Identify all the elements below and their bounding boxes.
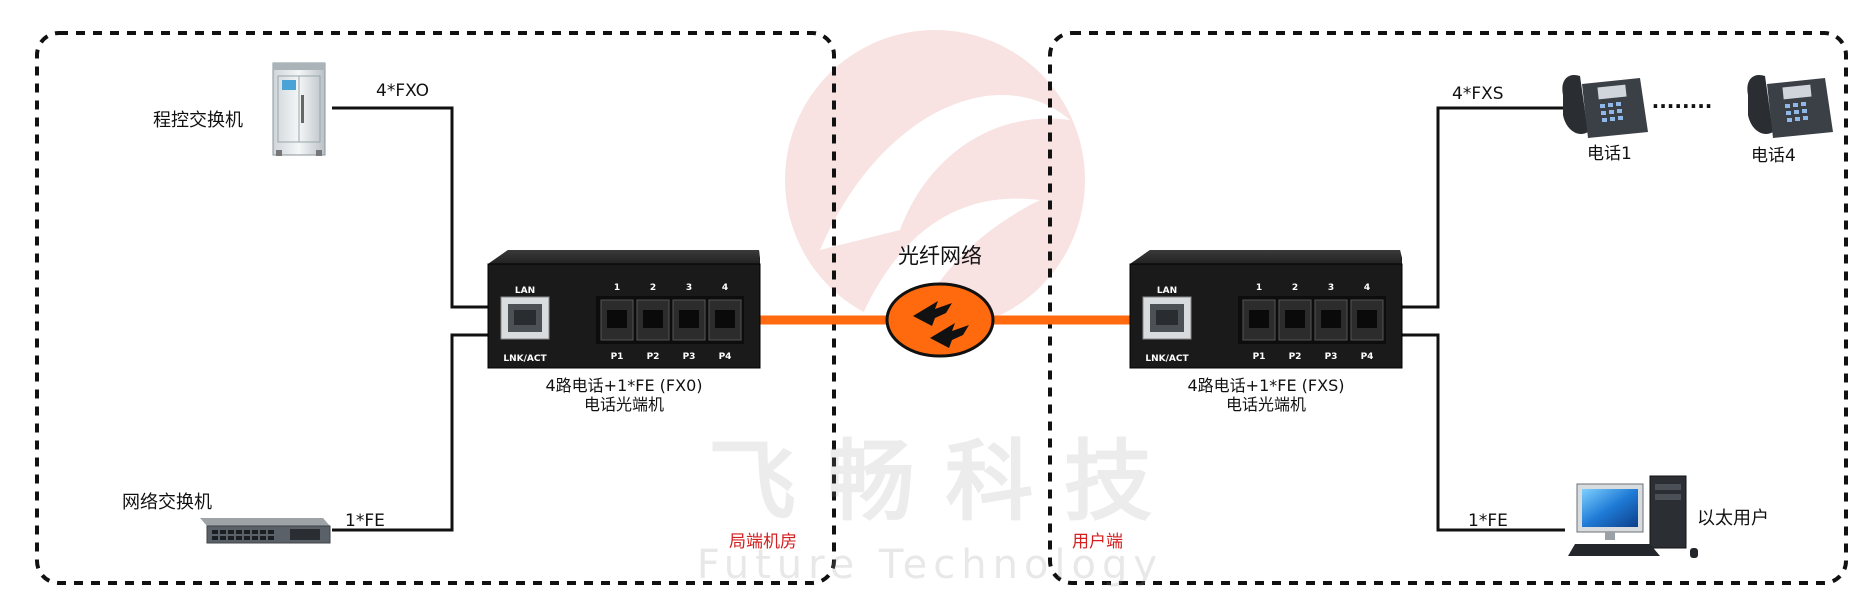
fiber-network-label: 光纤网络	[898, 244, 982, 268]
user-side-zone	[1048, 31, 1848, 585]
left-port-name-2: P2	[647, 352, 660, 362]
fiber-network-icon	[885, 282, 995, 358]
fxs-link-label: 4*FXS	[1452, 84, 1504, 104]
left-port-num-2: 2	[650, 283, 656, 293]
telephone-1-icon	[1562, 74, 1648, 138]
pbx-cabinet-icon	[272, 62, 326, 156]
phone1-label: 电话1	[1587, 144, 1632, 164]
network-switch-label: 网络交换机	[122, 492, 212, 513]
left-device-model: 4路电话+1*FE (FX0)	[546, 376, 703, 395]
fxo-link-label: 4*FXO	[376, 81, 429, 101]
pbx-label: 程控交换机	[153, 110, 243, 131]
left-port-num-1: 1	[614, 283, 620, 293]
right-port-num-3: 3	[1328, 283, 1334, 293]
ethernet-user-label: 以太用户	[1697, 508, 1769, 529]
telephone-4-icon	[1747, 74, 1833, 138]
phones-ellipsis: ........	[1652, 89, 1713, 113]
left-port-num-3: 3	[686, 283, 692, 293]
user-side-label: 用户端	[1072, 532, 1123, 552]
left-port-name-4: P4	[719, 352, 732, 362]
left-port-num-4: 4	[722, 283, 728, 293]
left-cables	[332, 106, 488, 532]
left-lnk-label: LNK/ACT	[503, 354, 547, 364]
right-fe-link-label: 1*FE	[1468, 511, 1508, 531]
right-port-name-4: P4	[1361, 352, 1374, 362]
left-fe-link-label: 1*FE	[345, 511, 385, 531]
right-device-model: 4路电话+1*FE (FXS)	[1188, 376, 1345, 395]
watermark-cn: 飞 畅 科 技	[708, 430, 1152, 533]
phone4-label: 电话4	[1751, 146, 1796, 166]
central-office-label: 局端机房	[729, 532, 797, 552]
left-port-name-3: P3	[683, 352, 696, 362]
right-phone-fiber-device	[1129, 250, 1403, 369]
right-lnk-label: LNK/ACT	[1145, 354, 1189, 364]
right-port-num-1: 1	[1256, 283, 1262, 293]
right-cables	[1402, 106, 1565, 532]
right-port-name-3: P3	[1325, 352, 1338, 362]
network-switch-icon	[200, 518, 331, 544]
left-device-name: 电话光端机	[584, 395, 664, 414]
left-phone-fiber-device	[487, 250, 761, 369]
ethernet-user-pc-icon	[1568, 475, 1698, 558]
right-port-num-2: 2	[1292, 283, 1298, 293]
left-lan-label: LAN	[515, 286, 535, 296]
right-device-name: 电话光端机	[1226, 395, 1306, 414]
right-port-name-1: P1	[1253, 352, 1266, 362]
right-port-name-2: P2	[1289, 352, 1302, 362]
right-lan-label: LAN	[1157, 286, 1177, 296]
watermark-en: Future Technology	[697, 542, 1163, 588]
right-port-num-4: 4	[1364, 283, 1370, 293]
central-office-zone	[35, 31, 836, 585]
left-port-name-1: P1	[611, 352, 624, 362]
